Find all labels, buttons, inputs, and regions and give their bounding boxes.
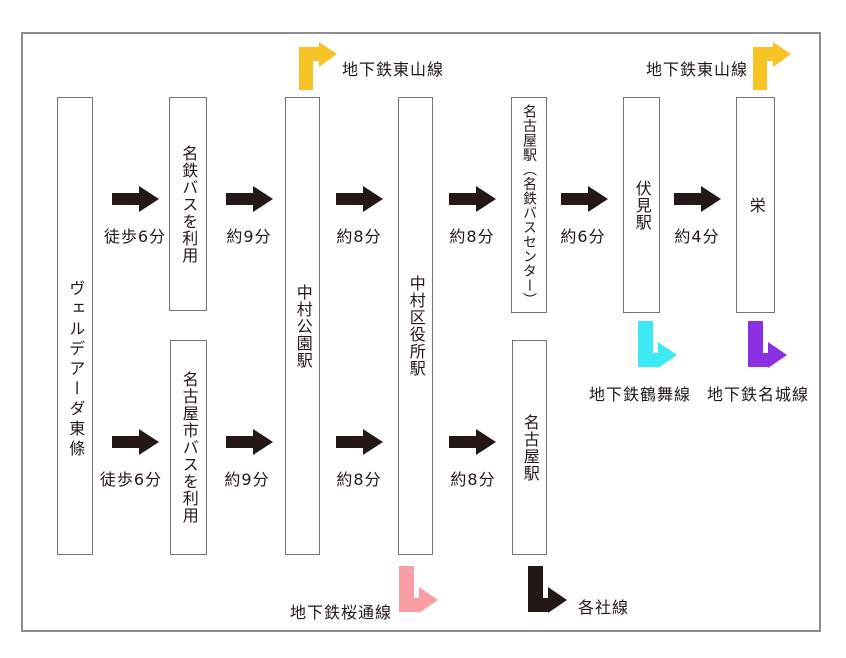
higashiyama-line-label: 地下鉄東山線 [342,60,445,79]
right-arrow-icon [449,186,496,212]
duration-label: 約8分 [336,470,382,489]
sakuradori-line-arrow-icon [399,566,438,613]
right-arrow-icon [336,186,383,212]
kakusha-line-label: 各社線 [578,598,630,617]
duration-label: 約6分 [560,227,606,246]
right-arrow-icon [112,429,159,455]
sakuradori-line-label: 地下鉄桜通線 [289,603,392,622]
meijo-line-arrow-icon [748,321,787,368]
station-box-fushimi: 伏見駅 [623,97,660,313]
duration-label: 約9分 [224,470,270,489]
meijo-line-label: 地下鉄名城線 [706,385,809,404]
station-label: 中村公園駅 [293,283,313,369]
tsurumai-line-arrow-icon [638,321,677,368]
station-label: 名古屋駅（名鉄バスセンター） [521,103,538,307]
station-label: 伏見駅 [632,179,652,231]
kakusha-line-arrow-icon [528,566,567,613]
duration-label: 徒歩6分 [103,227,167,246]
station-box-nakamura-kuyakusho: 中村区役所駅 [398,97,433,555]
right-arrow-icon [674,186,721,212]
station-label: 栄 [746,196,766,214]
station-box-nagoya-bus-center: 名古屋駅（名鉄バスセンター） [511,97,547,313]
higashiyama-line-label: 地下鉄東山線 [645,60,748,79]
right-arrow-icon [226,429,273,455]
duration-label: 約4分 [674,227,720,246]
station-box-sakae: 栄 [736,97,775,313]
right-arrow-icon [449,429,496,455]
station-label: 名古屋市バスを利用 [179,371,199,524]
higashiyama-line-arrow-icon [753,42,791,90]
duration-label: 約9分 [226,227,272,246]
station-label: 名古屋駅 [520,413,540,482]
station-box-nakamura-koen: 中村公園駅 [285,97,320,555]
higashiyama-line-arrow-icon [299,42,337,90]
station-box-meitetsu-bus: 名鉄バスを利用 [169,97,207,311]
station-box-city-bus: 名古屋市バスを利用 [170,340,207,555]
station-label: 中村区役所駅 [406,275,426,377]
duration-label: 約8分 [336,227,382,246]
station-label: 名鉄バスを利用 [179,144,199,264]
tsurumai-line-label: 地下鉄鶴舞線 [588,385,691,404]
duration-label: 約8分 [450,470,496,489]
right-arrow-icon [561,186,608,212]
station-box-nagoya: 名古屋駅 [512,340,547,555]
duration-label: 約8分 [449,227,495,246]
duration-label: 徒歩6分 [99,470,163,489]
right-arrow-icon [336,429,383,455]
right-arrow-icon [112,186,159,212]
station-label: ヴェルデアーダ東條 [66,280,86,460]
station-box-start: ヴェルデアーダ東條 [57,97,93,555]
right-arrow-icon [226,186,273,212]
